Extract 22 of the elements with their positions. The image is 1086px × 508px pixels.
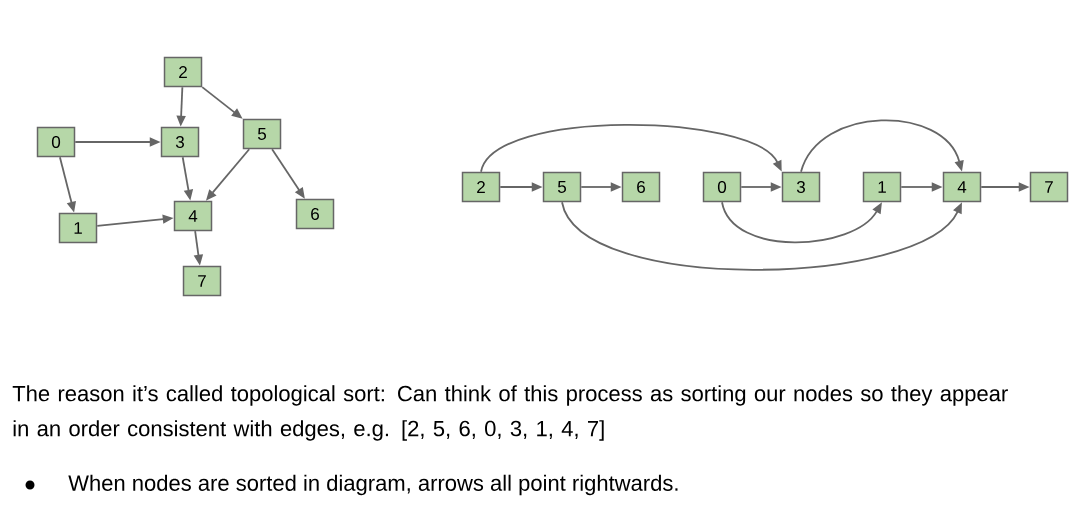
- number-box: 4: [173, 200, 213, 232]
- number-box: 2: [461, 171, 501, 203]
- number-box: 2: [163, 56, 203, 88]
- arrow: [800, 119, 964, 173]
- number-box: 6: [621, 171, 661, 203]
- number-box: 6: [295, 198, 335, 230]
- number-box: 5: [242, 118, 282, 150]
- paragraph: The reason it’s called topological sort: Can think of this process as sorting our nodes so they appear in an order consistent with edges, e.g. [2, 5, 6, 0, 3, 1, 4, 7]: [12, 385, 1008, 441]
- bullet-text: When nodes are sorted in diagram, arrows all point rightwards.: [68, 474, 678, 496]
- number-box: 4: [942, 171, 982, 203]
- number-box: 3: [160, 126, 200, 158]
- arrow: [480, 123, 782, 173]
- number-box: 7: [182, 265, 222, 297]
- number-box: 0: [36, 126, 76, 158]
- number-box: 0: [702, 171, 742, 203]
- arrow: [721, 201, 882, 244]
- number-box: 3: [781, 171, 821, 203]
- number-box: 1: [58, 212, 98, 244]
- arrow: [561, 201, 962, 271]
- number-box: 1: [862, 171, 902, 203]
- number-box: 7: [1029, 171, 1069, 203]
- number-box: 5: [542, 171, 582, 203]
